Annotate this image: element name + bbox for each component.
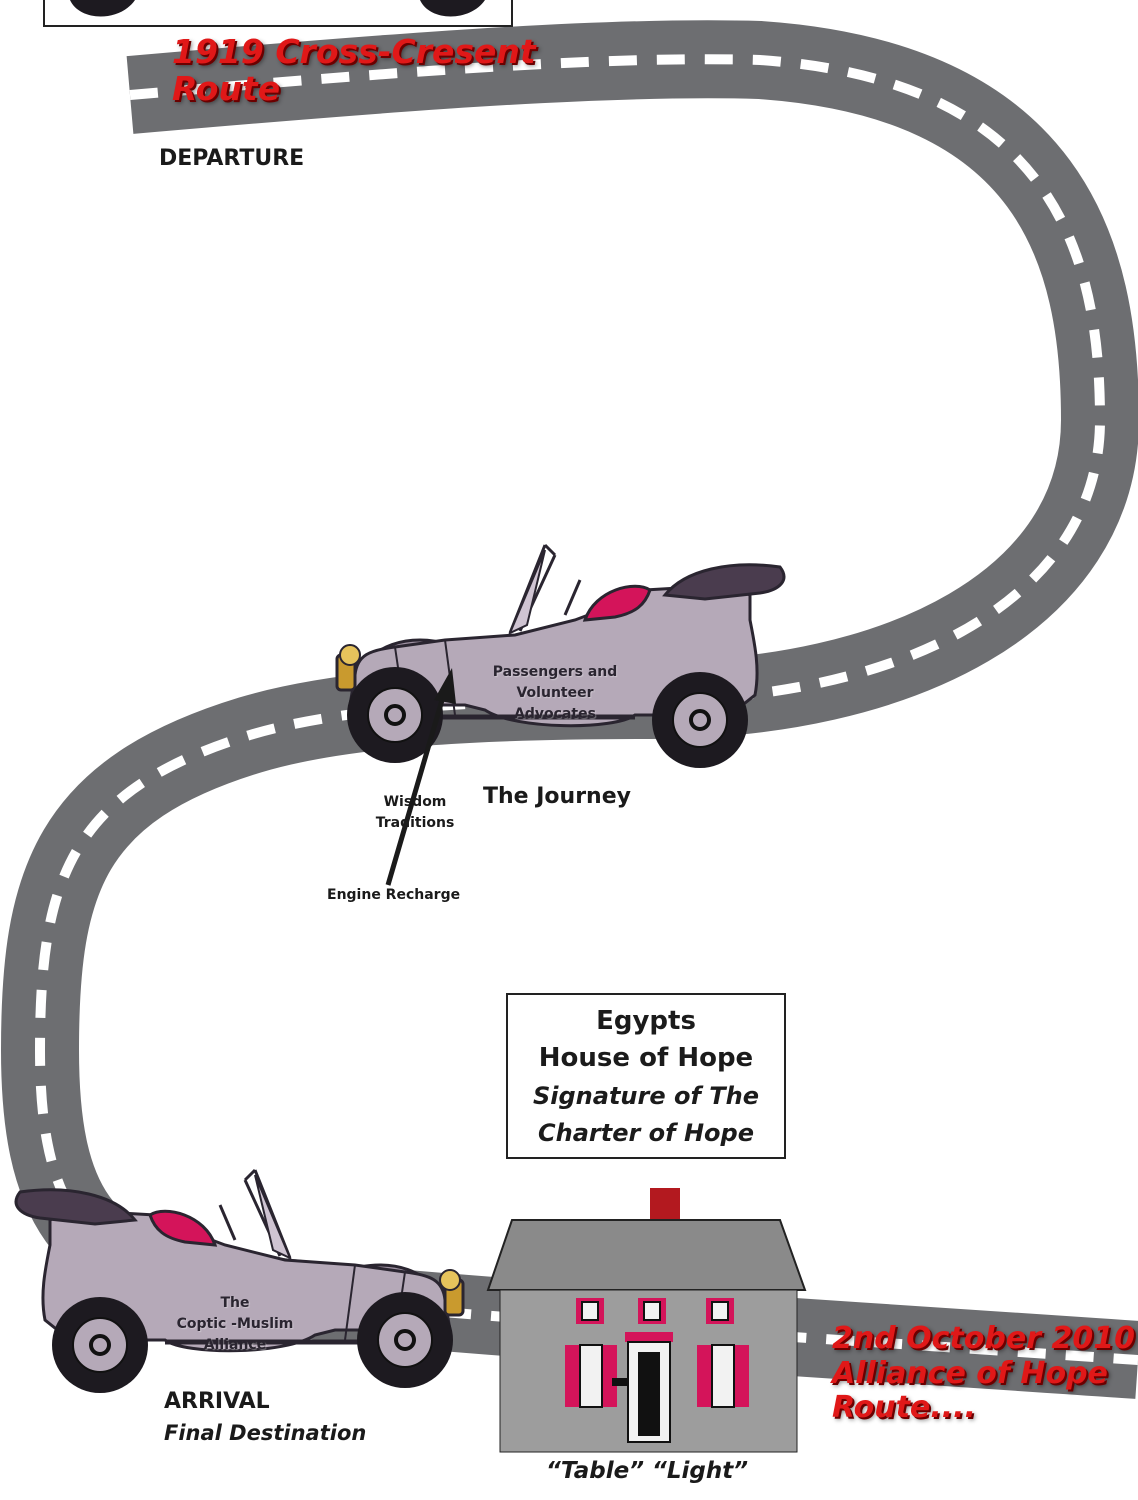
house-caption: “Table” “Light”	[546, 1458, 749, 1484]
engine-recharge-label: Engine Recharge	[327, 887, 461, 903]
route-end-title: 2nd October 2010 Alliance of Hope Route.…	[832, 1321, 1135, 1426]
journey-car-text: Passengers and Volunteer Advocates	[470, 662, 640, 725]
house-of-hope-box: Egypts House of Hope Signature of The Ch…	[506, 993, 786, 1159]
top-car-box-cropped	[43, 0, 513, 27]
house-box-line1: Egypts	[596, 1006, 696, 1036]
route-end-title-line2: Alliance of Hope	[832, 1355, 1108, 1391]
arrival-car-text-line1: The	[220, 1295, 250, 1311]
journey-car-text-line1: Passengers and	[492, 664, 618, 680]
house-box-line3: Signature of The	[532, 1082, 760, 1110]
arrival-sublabel: Final Destination	[164, 1421, 367, 1445]
arrival-label: ARRIVAL	[164, 1389, 270, 1414]
journey-car-text-line3: Advocates	[514, 706, 596, 722]
route-start-title-line2: Route	[172, 68, 281, 108]
journey-label: The Journey	[483, 784, 631, 809]
house-box-line4: Charter of Hope	[538, 1119, 754, 1147]
fuel-label-line1: Wisdom	[383, 794, 447, 810]
arrival-car-text: The Coptic -Muslim Alliance	[150, 1293, 320, 1356]
fuel-arrow	[385, 668, 456, 886]
house-roof	[486, 1219, 807, 1291]
departure-label: DEPARTURE	[159, 146, 305, 171]
route-end-title-line3: Route....	[832, 1390, 976, 1425]
road-center-dash	[34, 54, 1138, 1365]
house-box-line2: House of Hope	[538, 1043, 754, 1073]
route-start-title-line1: 1919 Cross-Cresent	[172, 32, 536, 71]
arrival-car	[16, 1170, 463, 1393]
fuel-label: Wisdom Traditions	[362, 792, 468, 834]
arrival-car-text-line3: Alliance	[203, 1337, 267, 1353]
house	[486, 1188, 807, 1453]
route-start-title: 1919 Cross-Cresent Route	[172, 32, 536, 108]
arrival-car-text-line2: Coptic -Muslim	[176, 1316, 294, 1332]
fuel-label-line2: Traditions	[375, 815, 455, 831]
route-end-title-line1: 2nd October 2010	[832, 1321, 1135, 1356]
journey-car-text-line2: Volunteer	[516, 685, 594, 701]
